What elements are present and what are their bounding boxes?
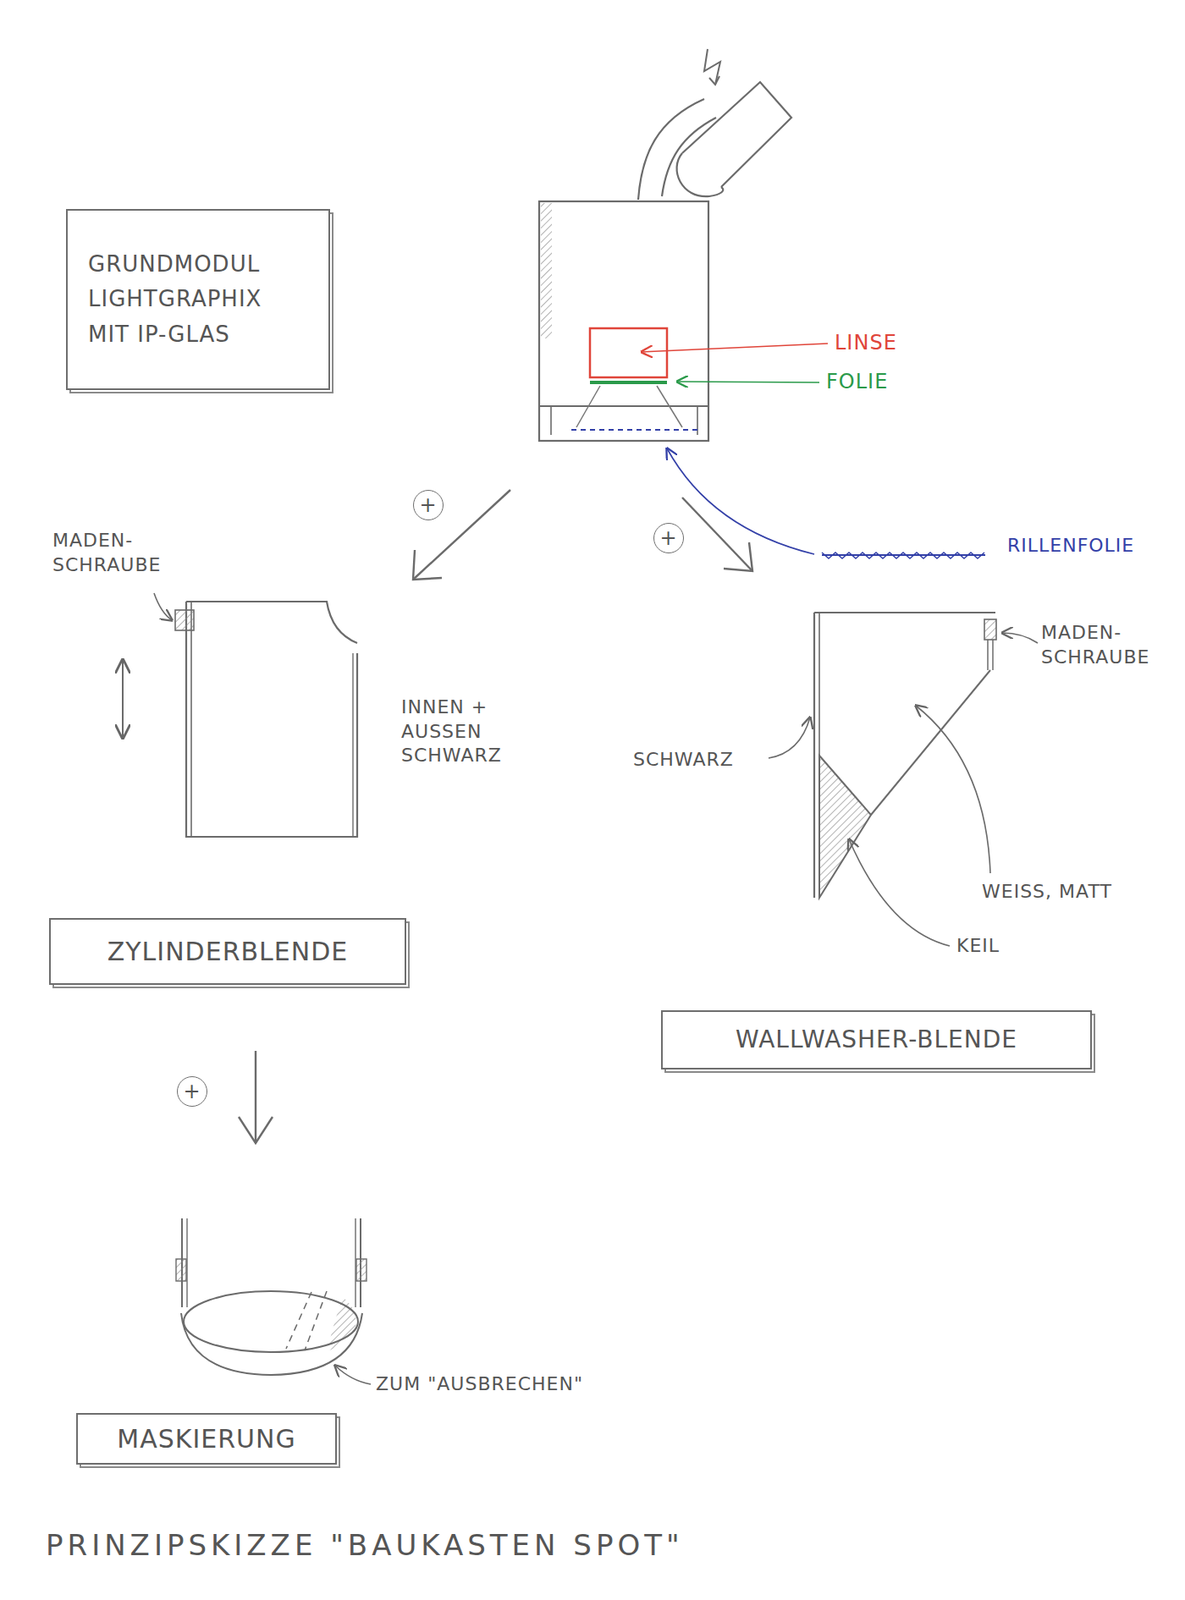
box-text: GRUNDMODUL LIGHTGRAPHIX MIT IP-GLAS (88, 247, 309, 353)
ribbed-foil-position (571, 429, 700, 431)
plus-sign: + (659, 528, 678, 549)
break-line (286, 1292, 312, 1350)
leader-line (1002, 633, 1038, 644)
part-label: LINSE (834, 330, 954, 357)
foil (589, 380, 667, 385)
part-label: RILLENFOLIE (1007, 534, 1177, 559)
housing (539, 201, 709, 441)
grub-screw (175, 610, 194, 631)
grub-screw (984, 619, 997, 640)
foil-leader (677, 381, 820, 383)
masking-rim (181, 1313, 363, 1376)
plus-circle: + (653, 523, 684, 554)
part-label: MADEN-SCHRAUBE (52, 529, 180, 578)
part-name-box: ZYLINDERBLENDE (49, 918, 407, 986)
break-line (304, 1291, 327, 1351)
wedge (819, 755, 871, 899)
plus-sign: + (182, 1081, 201, 1103)
note-label: INNEN + AUSSEN SCHWARZ (401, 695, 550, 769)
caption: PRINZIPSKIZZE "BAUKASTEN SPOT" (45, 1528, 684, 1563)
light-cone (576, 385, 601, 428)
plug-body (682, 82, 792, 188)
shade-top (814, 611, 996, 614)
grub-screw (356, 1259, 367, 1282)
leader-line (848, 839, 950, 947)
lens-leader (641, 343, 828, 353)
box-text: MASKIERUNG (116, 1424, 296, 1456)
leader-line (154, 593, 172, 621)
lightning-head (709, 76, 720, 85)
screw-rod (986, 639, 989, 671)
box-text: WALLWASHER-BLENDE (735, 1025, 1018, 1055)
cable (638, 99, 705, 200)
part-label: KEIL (956, 934, 1059, 960)
flow-arrow (413, 490, 511, 580)
plus-circle: + (413, 490, 444, 521)
light-cone (656, 385, 683, 428)
flow-arrow-head (413, 550, 442, 580)
cylinder-wall (190, 601, 193, 838)
note-label: WEISS, MATT (981, 880, 1152, 905)
housing-shading (540, 203, 552, 339)
leader-line (335, 1366, 371, 1385)
leader-line (915, 705, 991, 874)
cylinder-shade (186, 601, 358, 838)
part-label: FOLIE (826, 369, 945, 396)
adjust-arrow (121, 660, 124, 739)
masking-disc (183, 1291, 359, 1353)
ribbed-foil-leader (666, 448, 815, 555)
flow-arrow-head (238, 1117, 273, 1144)
plus-circle: + (176, 1076, 208, 1108)
screw-rod (992, 639, 994, 671)
plug-end (677, 153, 724, 197)
plus-sign: + (418, 495, 437, 516)
part-label: MADEN-SCHRAUBE (1041, 621, 1173, 670)
flow-arrow (682, 497, 753, 572)
note-label: SCHWARZ (633, 748, 769, 773)
cylinder-wall (352, 653, 353, 838)
flow-arrow-head (723, 542, 753, 572)
leader-line (768, 717, 811, 759)
reflector (870, 670, 991, 816)
part-name-box: WALLWASHER-BLENDE (661, 1010, 1092, 1070)
glass-ledge (550, 406, 552, 436)
ribbed-foil-ribs (821, 552, 985, 559)
lens (589, 328, 667, 378)
box-text: ZYLINDERBLENDE (107, 936, 349, 968)
spacer (365, 727, 398, 729)
shade-wall (813, 612, 816, 899)
housing-divider (539, 405, 709, 408)
part-name-box: MASKIERUNG (76, 1413, 337, 1466)
title-box: GRUNDMODUL LIGHTGRAPHIX MIT IP-GLAS (66, 209, 331, 391)
lightning-symbol (704, 49, 721, 85)
grub-screw (176, 1259, 187, 1282)
note-label: ZUM "AUSBRECHEN" (375, 1372, 630, 1398)
flow-arrow (254, 1051, 257, 1144)
